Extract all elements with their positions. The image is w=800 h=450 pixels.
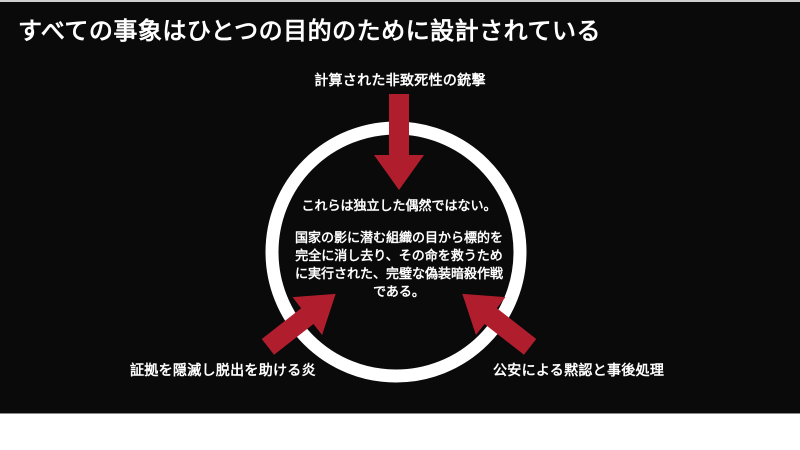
bottom-whitespace — [0, 413, 800, 450]
center-body: 国家の影に潜む組織の目から標的を完全に消し去り、その命を救うために実行された、完… — [294, 231, 503, 300]
center-text: これらは独立した偶然ではない。 国家の影に潜む組織の目から標的を完全に消し去り、… — [293, 198, 505, 302]
bottom-left-label: 証拠を隠滅し脱出を助ける炎 — [130, 363, 316, 379]
bottom-right-label: 公安による黙認と事後処理 — [493, 363, 665, 379]
slide-title: すべての事象はひとつの目的のために設計されている — [18, 17, 601, 45]
convergence-diagram — [261, 94, 537, 383]
slide: すべての事象はひとつの目的のために設計されている 計算された非致死性の銃撃 証拠… — [0, 0, 800, 413]
top-label: 計算された非致死性の銃撃 — [314, 73, 486, 89]
bottom-left-arrow-icon — [261, 293, 336, 355]
center-headline: これらは独立した偶然ではない。 — [301, 199, 497, 214]
bottom-right-arrow-icon — [462, 293, 537, 355]
top-arrow-icon — [374, 94, 424, 190]
